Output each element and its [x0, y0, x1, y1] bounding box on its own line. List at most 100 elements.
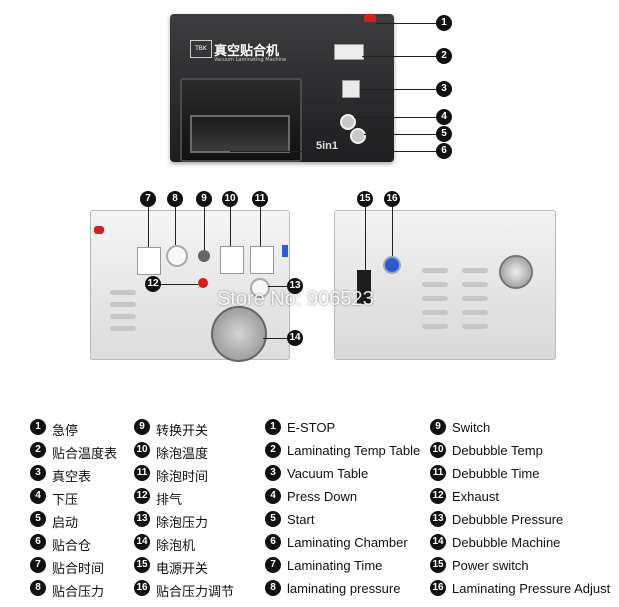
- legend-label-en: Laminating Pressure Adjust: [452, 581, 611, 596]
- callout-10: 10: [222, 191, 238, 207]
- legend-label-en: Debubble Pressure: [452, 512, 564, 527]
- callout-9: 9: [196, 191, 212, 207]
- legend-label-cn: 除泡压力: [156, 516, 209, 531]
- legend-label-en: Power switch: [452, 558, 529, 573]
- pressure-gauge: [166, 245, 188, 267]
- legend-label-en: laminating pressure: [287, 581, 401, 596]
- legend-badge: 10: [134, 442, 150, 458]
- debubble-time-display: [250, 246, 274, 274]
- vacuum-gauge: [342, 80, 360, 98]
- legend-badge: 7: [30, 557, 46, 573]
- legend-label-cn: 除泡机: [156, 539, 196, 554]
- callout-2: 2: [436, 48, 452, 64]
- legend-badge: 5: [30, 511, 46, 527]
- legend-label-en: Vacuum Table: [287, 466, 369, 481]
- legend-label-cn: 急停: [52, 424, 79, 439]
- callout-7: 7: [140, 191, 156, 207]
- legend-badge: 4: [265, 488, 281, 504]
- callout-12: 12: [145, 276, 161, 292]
- legend-badge: 1: [265, 419, 281, 435]
- legend-label-cn: 电源开关: [156, 562, 209, 577]
- legend-badge: 13: [430, 511, 446, 527]
- callout-3: 3: [436, 81, 452, 97]
- callout-15: 15: [357, 191, 373, 207]
- legend-label-en: Debubble Time: [452, 466, 540, 481]
- store-watermark: Store No: 906523: [217, 288, 374, 310]
- legend-badge: 8: [265, 580, 281, 596]
- legend-label-en: Laminating Time: [287, 558, 383, 573]
- legend-badge: 7: [265, 557, 281, 573]
- press-down-button[interactable]: [340, 114, 356, 130]
- pressure-adjust-knob[interactable]: [383, 256, 401, 274]
- laminating-chamber: [190, 115, 290, 153]
- legend-label-en: Exhaust: [452, 489, 499, 504]
- callout-16: 16: [384, 191, 400, 207]
- callout-6: 6: [436, 143, 452, 159]
- legend-label-cn: 贴合温度表: [52, 447, 118, 462]
- estop-button[interactable]: [364, 14, 376, 22]
- legend-label-cn: 真空表: [52, 470, 92, 485]
- legend-badge: 15: [430, 557, 446, 573]
- legend-badge: 14: [430, 534, 446, 550]
- legend-badge: 5: [265, 511, 281, 527]
- legend-badge: 11: [134, 465, 150, 481]
- machine-brand-en: Vacuum Laminating Machine: [214, 57, 287, 63]
- callout-11: 11: [252, 191, 268, 207]
- legend-label-cn: 排气: [156, 493, 183, 508]
- legend-badge: 2: [30, 442, 46, 458]
- legend-badge: 3: [30, 465, 46, 481]
- legend-badge: 9: [430, 419, 446, 435]
- legend-badge: 15: [134, 557, 150, 573]
- exhaust-valve[interactable]: [198, 278, 208, 288]
- legend-badge: 6: [30, 534, 46, 550]
- tbk-logo: TBK: [190, 40, 212, 58]
- legend-label-en: Laminating Chamber: [287, 535, 408, 550]
- callout-4: 4: [436, 109, 452, 125]
- callout-8: 8: [167, 191, 183, 207]
- legend-badge: 16: [430, 580, 446, 596]
- legend-label-cn: 除泡时间: [156, 470, 209, 485]
- callout-5: 5: [436, 126, 452, 142]
- legend-label-cn: 贴合压力: [52, 585, 105, 600]
- legend-badge: 3: [265, 465, 281, 481]
- legend-badge: 4: [30, 488, 46, 504]
- legend-label-en: Laminating Temp Table: [287, 443, 421, 458]
- debubble-temp-display: [220, 246, 244, 274]
- model-mark: 5in1: [316, 140, 339, 152]
- legend-badge: 11: [430, 465, 446, 481]
- legend-label-en: Debubble Machine: [452, 535, 561, 550]
- machine-brand-cn: 真空贴合机: [214, 44, 280, 59]
- legend-label-en: E-STOP: [287, 420, 336, 435]
- legend-label-en: Press Down: [287, 489, 358, 504]
- legend-label-cn: 启动: [52, 516, 79, 531]
- legend-label-cn: 贴合仓: [52, 539, 92, 554]
- legend-badge: 9: [134, 419, 150, 435]
- legend-label-cn: 除泡温度: [156, 447, 209, 462]
- legend-badge: 12: [134, 488, 150, 504]
- legend-badge: 16: [134, 580, 150, 596]
- debubble-pressure-gauge: [250, 278, 270, 298]
- legend-badge: 14: [134, 534, 150, 550]
- legend-label-cn: 贴合压力调节: [156, 585, 235, 600]
- temp-controller: [334, 44, 364, 60]
- switch-knob[interactable]: [198, 250, 210, 262]
- legend-label-en: Switch: [452, 420, 491, 435]
- legend-badge: 6: [265, 534, 281, 550]
- legend-badge: 12: [430, 488, 446, 504]
- legend-label-cn: 贴合时间: [52, 562, 105, 577]
- legend-label-en: Start: [287, 512, 315, 527]
- debubble-chamber-door[interactable]: [211, 306, 267, 362]
- cooling-fan: [499, 255, 533, 289]
- legend-label-en: Debubble Temp: [452, 443, 543, 458]
- start-button[interactable]: [350, 128, 366, 144]
- estop-button-front[interactable]: [94, 226, 104, 234]
- blue-button[interactable]: [282, 245, 288, 257]
- power-switch[interactable]: [357, 270, 371, 304]
- callout-13: 13: [287, 278, 303, 294]
- legend-label-cn: 下压: [52, 493, 79, 508]
- legend-label-cn: 转换开关: [156, 424, 209, 439]
- legend-badge: 13: [134, 511, 150, 527]
- legend-badge: 1: [30, 419, 46, 435]
- legend-badge: 8: [30, 580, 46, 596]
- callout-14: 14: [287, 330, 303, 346]
